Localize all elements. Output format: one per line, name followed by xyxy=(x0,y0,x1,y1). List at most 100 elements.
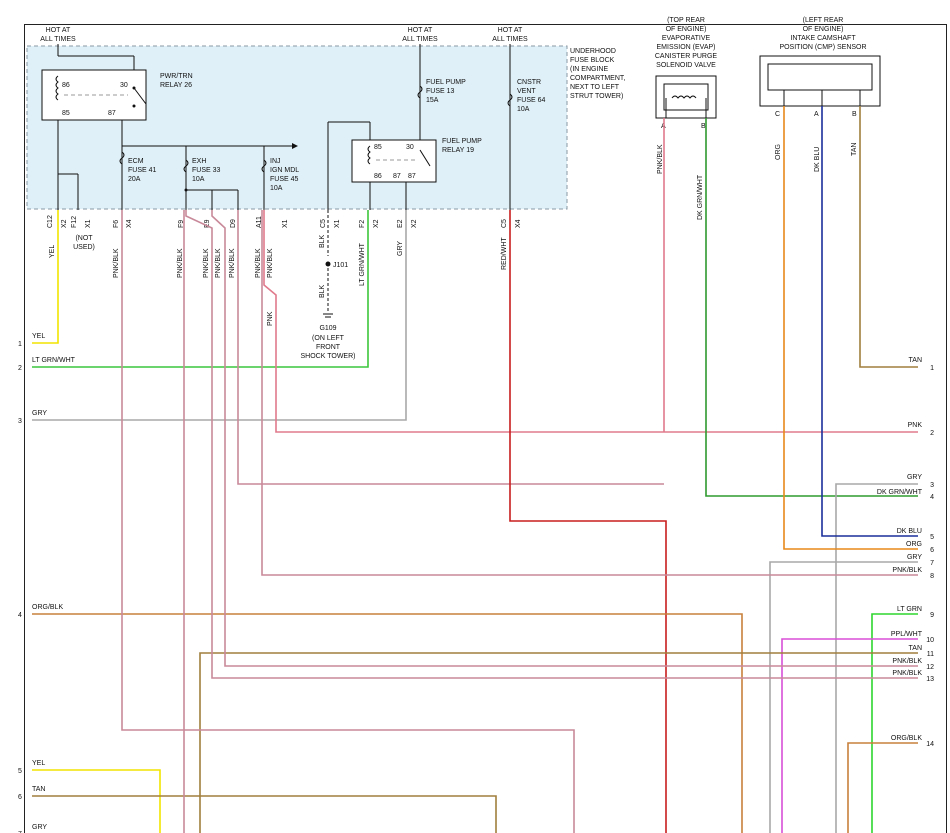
wire-pnk-blk-r13 xyxy=(185,210,918,679)
right-terminal-6-num: 6 xyxy=(930,547,934,554)
label-red-wht-v: RED/WHT xyxy=(501,237,508,270)
label-lt-grn-wht-v: LT GRN/WHT xyxy=(359,242,366,286)
cnstr-fuse-label-3: 10A xyxy=(517,106,530,113)
right-terminal-4-num: 4 xyxy=(930,494,934,501)
fuse-block-label-0: UNDERHOOD xyxy=(570,48,616,55)
label-pnk-blk-evap: PNK/BLK xyxy=(657,144,664,174)
cmp-pin-a: A xyxy=(814,111,819,118)
right-terminal-7-color: GRY xyxy=(907,554,922,561)
hot-label-b-0: HOT AT xyxy=(408,27,433,34)
wire-tan-6 xyxy=(32,795,497,833)
wire-org-blk-4 xyxy=(32,613,743,833)
ecm-fuse: ECM FUSE 41 20A xyxy=(119,151,157,183)
fuel-relay-name-0: FUEL PUMP xyxy=(442,138,482,145)
evap-label-4: CANISTER PURGE xyxy=(655,53,718,60)
left-terminal-4-num: 4 xyxy=(18,612,22,619)
cnstr-fuse-label-0: CNSTR xyxy=(517,79,541,86)
not-used-label-0: (NOT xyxy=(75,235,93,242)
pin-f6: F6 xyxy=(113,220,120,228)
inj-fuse-label-0: INJ xyxy=(270,158,281,165)
cnstr-fuse-label-1: VENT xyxy=(517,88,536,95)
left-terminals: 1 YEL 2 LT GRN/WHT 3 GRY 4 ORG/BLK 5 YEL… xyxy=(18,333,76,833)
pwr-trn-name-0: PWR/TRN xyxy=(160,73,193,80)
right-terminal-13-color: PNK/BLK xyxy=(892,670,922,677)
pin-x1-a: X1 xyxy=(85,219,92,228)
right-terminals: 1 TAN 2 PNK 3 GRY 4 DK GRN/WHT 5 DK BLU … xyxy=(877,357,934,748)
pwr-trn-pin-86: 86 xyxy=(62,82,70,89)
evap-label-0: (TOP REAR xyxy=(667,17,705,24)
evap-label-2: EVAPORATIVE xyxy=(662,35,711,42)
wires xyxy=(32,106,918,833)
right-terminal-12-num: 12 xyxy=(926,664,934,671)
right-terminal-2-color: PNK xyxy=(908,422,923,429)
right-terminal-9-num: 9 xyxy=(930,612,934,619)
hot-label-a-0: HOT AT xyxy=(46,27,71,34)
cmp-label-3: POSITION (CMP) SENSOR xyxy=(779,44,866,51)
right-terminal-10-num: 10 xyxy=(926,637,934,644)
label-dk-blu-v: DK BLU xyxy=(814,147,821,172)
pin-x2-b: X2 xyxy=(373,219,380,228)
right-terminal-3-color: GRY xyxy=(907,474,922,481)
left-terminal-3-color: GRY xyxy=(32,410,47,417)
label-pnk-blk-d9: PNK/BLK xyxy=(229,248,236,278)
label-tan-v: TAN xyxy=(851,143,858,156)
label-pnk-blk-f6: PNK/BLK xyxy=(113,248,120,278)
left-terminal-3-num: 3 xyxy=(18,418,22,425)
fuse-block-label-4: NEXT TO LEFT xyxy=(570,84,620,91)
left-terminal-6-num: 6 xyxy=(18,794,22,801)
right-terminal-9-color: LT GRN xyxy=(897,606,922,613)
pin-f2: F2 xyxy=(359,220,366,228)
fuel-relay-pin-86: 86 xyxy=(374,173,382,180)
pin-c12: C12 xyxy=(47,215,54,228)
left-terminal-1-num: 1 xyxy=(18,341,22,348)
pin-x1-b: X1 xyxy=(282,219,289,228)
wire-dk-grn-wht-r4 xyxy=(705,118,918,497)
evap-canister-purge-valve: (TOP REAR OF ENGINE) EVAPORATIVE EMISSIO… xyxy=(655,17,718,130)
label-pnk-blk-a11a: PNK/BLK xyxy=(255,248,262,278)
right-terminal-12-color: PNK/BLK xyxy=(892,658,922,665)
wire-pnk-r2 xyxy=(263,210,918,433)
fuel-relay-pin-30: 30 xyxy=(406,144,414,151)
evap-pin-b: B xyxy=(701,123,706,130)
pwr-trn-name-1: RELAY 26 xyxy=(160,82,192,89)
right-terminal-1-num: 1 xyxy=(930,365,934,372)
left-terminal-7-color: GRY xyxy=(32,824,47,831)
pwr-trn-pin-85: 85 xyxy=(62,110,70,117)
label-pnk-blk-f9: PNK/BLK xyxy=(177,248,184,278)
pwr-trn-pin-30: 30 xyxy=(120,82,128,89)
pin-c5-a: C5 xyxy=(320,219,327,228)
not-used-label-1: USED) xyxy=(73,244,95,251)
left-terminal-1-color: YEL xyxy=(32,333,45,340)
fuel-pump-relay: 85 30 86 87 87 FUEL PUMP RELAY 19 xyxy=(327,121,482,210)
cmp-sensor: (LEFT REAR OF ENGINE) INTAKE CAMSHAFT PO… xyxy=(759,17,881,118)
ground-location-2: SHOCK TOWER) xyxy=(301,353,356,360)
pwr-trn-pin-87: 87 xyxy=(108,110,116,117)
fuel-fuse-label-0: FUEL PUMP xyxy=(426,79,466,86)
wire-dk-blu-r5 xyxy=(821,106,918,537)
fuel-relay-pin-87a: 87 xyxy=(393,173,401,180)
right-terminal-2-num: 2 xyxy=(930,430,934,437)
cnstr-vent-fuse: CNSTR VENT FUSE 64 10A xyxy=(507,44,546,210)
label-pnk-blk-e9a: PNK/BLK xyxy=(203,248,210,278)
wire-lt-grn-wht-2 xyxy=(32,210,369,368)
ground-location-1: FRONT xyxy=(316,344,341,351)
wire-gry-r7 xyxy=(769,561,918,833)
right-terminal-8-num: 8 xyxy=(930,573,934,580)
hot-label-c-1: ALL TIMES xyxy=(492,36,528,43)
right-terminal-11-color: TAN xyxy=(909,645,922,652)
evap-label-1: OF ENGINE) xyxy=(666,26,707,33)
fuel-relay-name-1: RELAY 19 xyxy=(442,147,474,154)
right-terminal-7-num: 7 xyxy=(930,560,934,567)
wire-pnk-blk-f6 xyxy=(121,210,575,833)
wire-pnk-blk-r12 xyxy=(211,210,918,667)
label-blk-upper: BLK xyxy=(319,234,326,248)
fuel-fuse-label-1: FUSE 13 xyxy=(426,88,455,95)
right-terminal-8-color: PNK/BLK xyxy=(892,567,922,574)
right-terminal-3-num: 3 xyxy=(930,482,934,489)
exh-fuse-label-0: EXH xyxy=(192,158,206,165)
pin-e2: E2 xyxy=(397,219,404,228)
right-terminal-1-color: TAN xyxy=(909,357,922,364)
pin-x2-a: X2 xyxy=(61,219,68,228)
cmp-pin-b: B xyxy=(852,111,857,118)
